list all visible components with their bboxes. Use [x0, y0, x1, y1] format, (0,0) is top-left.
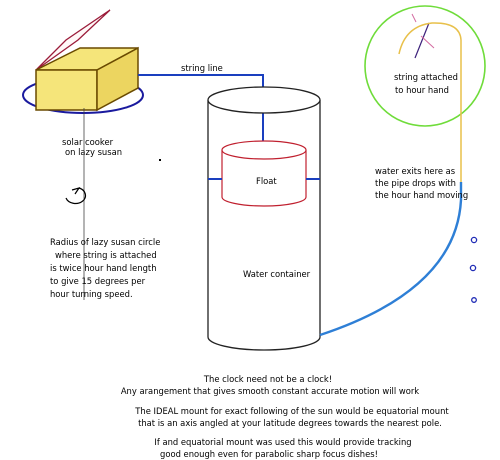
string-line-label: string line — [181, 63, 223, 73]
cooker-side — [96, 46, 139, 112]
water-exits-label-1: water exits here as — [375, 166, 455, 176]
radius-note-line-3: is twice hour hand length — [50, 263, 157, 273]
water-drop — [469, 264, 477, 272]
note-line-5: If and equatorial mount was used this wo… — [154, 437, 411, 447]
water-drop — [471, 297, 477, 303]
radius-note-line-5: hour turning speed. — [50, 289, 133, 299]
float — [221, 140, 307, 207]
string-line — [138, 74, 264, 150]
radius-note-line-2: where string is attached — [55, 250, 157, 260]
note-line-4: that is an axis angled at your latitude … — [138, 418, 442, 428]
note-line-6: good enough even for parabolic sharp foc… — [160, 449, 378, 459]
radius-note-line-1: Radius of lazy susan circle — [50, 237, 160, 247]
solar-cooker-label-2: on lazy susan — [65, 147, 122, 157]
water-container — [207, 86, 321, 351]
float-label: Float — [256, 176, 277, 186]
water-exits-label-3: the hour hand moving — [375, 190, 468, 200]
solar-cooker — [35, 9, 139, 112]
cooker-lid — [35, 9, 111, 71]
solar-cooker-label-1: solar cooker — [62, 137, 114, 147]
string-attached-label-2: to hour hand — [395, 85, 449, 95]
water-drop — [470, 236, 478, 244]
radius-note-line-4: to give 15 degrees per — [50, 276, 146, 286]
hour-hand-tick — [420, 35, 435, 49]
drain-pipe — [319, 182, 463, 337]
note-line-3: The IDEAL mount for exact following of t… — [134, 406, 449, 416]
note-line-2: Any arangement that gives smooth constan… — [121, 386, 419, 396]
water-container-label: Water container — [243, 269, 311, 279]
marker-dot — [159, 159, 161, 161]
note-line-1: The clock need not be a clock! — [203, 374, 332, 384]
water-exits-label-2: the pipe drops with — [375, 178, 456, 188]
hour-hand-mark — [411, 13, 417, 23]
rotation-arrow-icon — [65, 186, 87, 205]
hour-hand — [414, 22, 430, 59]
cooker-front — [35, 69, 98, 111]
hour-string — [398, 22, 462, 182]
string-attached-label-1: string attached — [394, 72, 458, 82]
clock-ring — [364, 5, 486, 127]
